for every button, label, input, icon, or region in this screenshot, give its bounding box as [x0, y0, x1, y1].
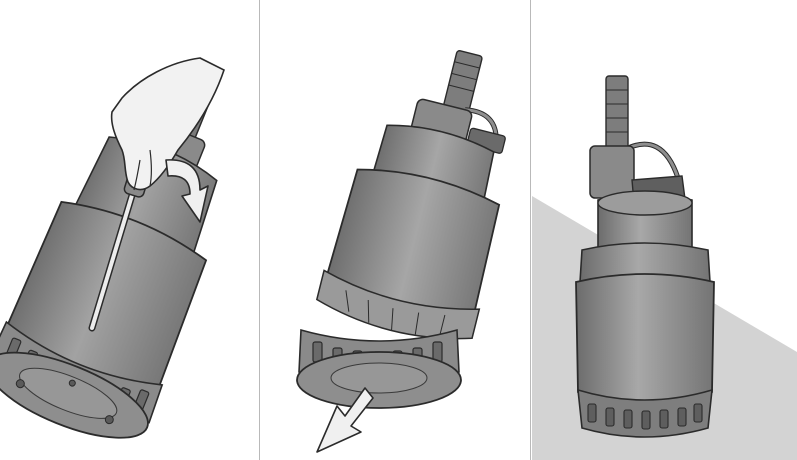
- pump-body-tilted: [315, 50, 506, 340]
- rotate-arrow-icon: [165, 159, 209, 223]
- pump-body-tilted: [0, 78, 218, 439]
- pump-body-upright: [575, 75, 715, 438]
- strainer-base: [296, 328, 462, 409]
- step-1-panel: [0, 0, 259, 460]
- pull-arrow-icon: [316, 387, 374, 453]
- step-2-panel: [261, 0, 530, 460]
- step-3-illustration: [532, 75, 797, 460]
- panel-divider: [259, 0, 260, 460]
- step-1-illustration: [0, 57, 225, 439]
- step-3-panel: [532, 0, 797, 460]
- hand-icon: [110, 57, 225, 191]
- step-2-illustration: [296, 50, 506, 453]
- panel-divider: [530, 0, 531, 460]
